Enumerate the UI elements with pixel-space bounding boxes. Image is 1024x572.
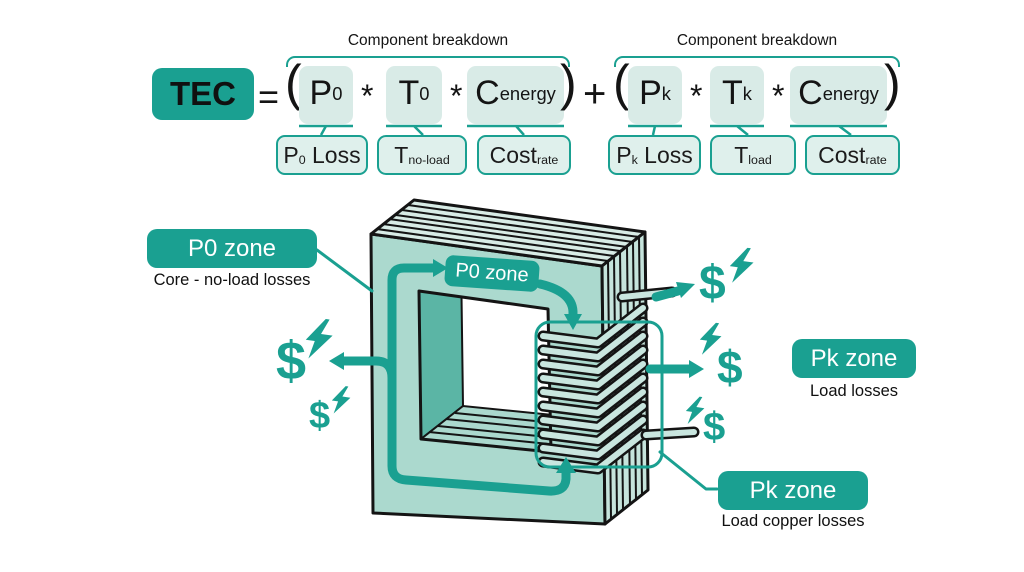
- bolt-glyph: [331, 386, 351, 414]
- dollar-glyph: $: [703, 405, 726, 449]
- callout-pk-loss-rest: Loss: [644, 141, 693, 168]
- dollar-bolt-icon: $: [699, 247, 757, 310]
- callout-cost-rate-2-sub: rate: [865, 153, 887, 168]
- callout-t-noload-sub: no-load: [408, 153, 450, 168]
- callout-p0-loss-base: P: [283, 141, 299, 168]
- pk-zone-caption-bottom: Load copper losses: [721, 512, 865, 530]
- open-paren-2: (: [613, 55, 630, 111]
- p0-zone-label: P0 zone: [147, 229, 317, 268]
- dollar-bolt-icon: $: [698, 322, 752, 390]
- breakdown-bracket-1: [286, 56, 570, 67]
- pk-zone-boundary: [534, 320, 664, 469]
- callout-t-load-sub: load: [748, 153, 772, 168]
- breakdown-bracket-2: [614, 56, 900, 67]
- pk-bottom-label-connector: [658, 450, 719, 491]
- term-t0-base: T: [398, 74, 420, 112]
- tec-label: TEC: [170, 75, 236, 112]
- term-cenergy-2-sub: energy: [822, 82, 879, 104]
- term-tk-sub: k: [742, 82, 752, 104]
- callout-pk-loss-base: P: [616, 141, 632, 168]
- term-cenergy-2-base: C: [798, 74, 823, 112]
- times-sign-4: *: [772, 78, 785, 114]
- times-sign-1: *: [361, 78, 374, 114]
- dollar-glyph: $: [699, 257, 726, 310]
- plus-sign: +: [583, 72, 607, 116]
- core-top-face: [369, 198, 647, 268]
- callout-t-noload-base: T: [394, 141, 409, 168]
- times-sign-3: *: [690, 78, 703, 114]
- bolt-glyph: [685, 396, 705, 425]
- dollar-bolt-icon: $: [309, 385, 355, 437]
- money-out-arrow-right-top: [651, 282, 695, 302]
- dollar-glyph: $: [309, 395, 331, 437]
- p0-label-connector: [315, 248, 374, 293]
- term-p0-sub: 0: [332, 82, 343, 104]
- callout-t-load-base: T: [734, 141, 749, 168]
- term-pk-base: P: [639, 74, 662, 112]
- money-out-arrow-right-mid: [645, 360, 704, 378]
- pk-zone-label-right: Pk zone: [792, 339, 916, 378]
- coil-winding: [537, 302, 649, 475]
- term-pk-sub: k: [661, 82, 671, 104]
- breakdown-label-2: Component breakdown: [676, 32, 838, 49]
- formula-callout-connectors: [299, 124, 887, 136]
- callout-p0-loss-rest: Loss: [312, 141, 361, 168]
- bolt-glyph: [305, 318, 333, 359]
- term-cenergy-1-sub: energy: [499, 82, 556, 104]
- close-paren-2: ): [884, 55, 901, 111]
- bolt-glyph: [699, 322, 722, 355]
- dollar-glyph: $: [717, 341, 743, 393]
- pk-zone-caption-right: Load losses: [809, 382, 899, 400]
- tec-result-box: TEC: [152, 68, 254, 120]
- bolt-glyph: [729, 247, 754, 283]
- wire-lead-bottom: [640, 426, 700, 441]
- equals-sign: =: [258, 76, 280, 117]
- term-tk-base: T: [722, 74, 743, 112]
- breakdown-label-1: Component breakdown: [347, 32, 509, 49]
- dollar-bolt-icon: $: [685, 394, 738, 450]
- term-cenergy-1-base: C: [475, 74, 500, 112]
- callout-cost-rate-1-base: Cost: [489, 141, 537, 168]
- dollar-glyph: $: [276, 331, 307, 391]
- pk-zone-label-bottom: Pk zone: [718, 471, 868, 510]
- callout-cost-rate-2-base: Cost: [818, 141, 866, 168]
- open-paren-1: (: [285, 55, 302, 111]
- callout-cost-rate-1-sub: rate: [536, 153, 559, 168]
- callout-pk-loss-sub: k: [631, 153, 638, 168]
- term-t0-sub: 0: [419, 82, 430, 104]
- p0-zone-core-tag: P0 zone: [444, 254, 540, 293]
- times-sign-2: *: [450, 78, 463, 114]
- close-paren-1: ): [560, 55, 577, 111]
- term-p0-base: P: [309, 74, 333, 112]
- callout-p0-loss-sub: 0: [298, 153, 306, 168]
- dollar-bolt-icon: $: [276, 318, 338, 396]
- p0-zone-caption: Core - no-load losses: [153, 271, 311, 289]
